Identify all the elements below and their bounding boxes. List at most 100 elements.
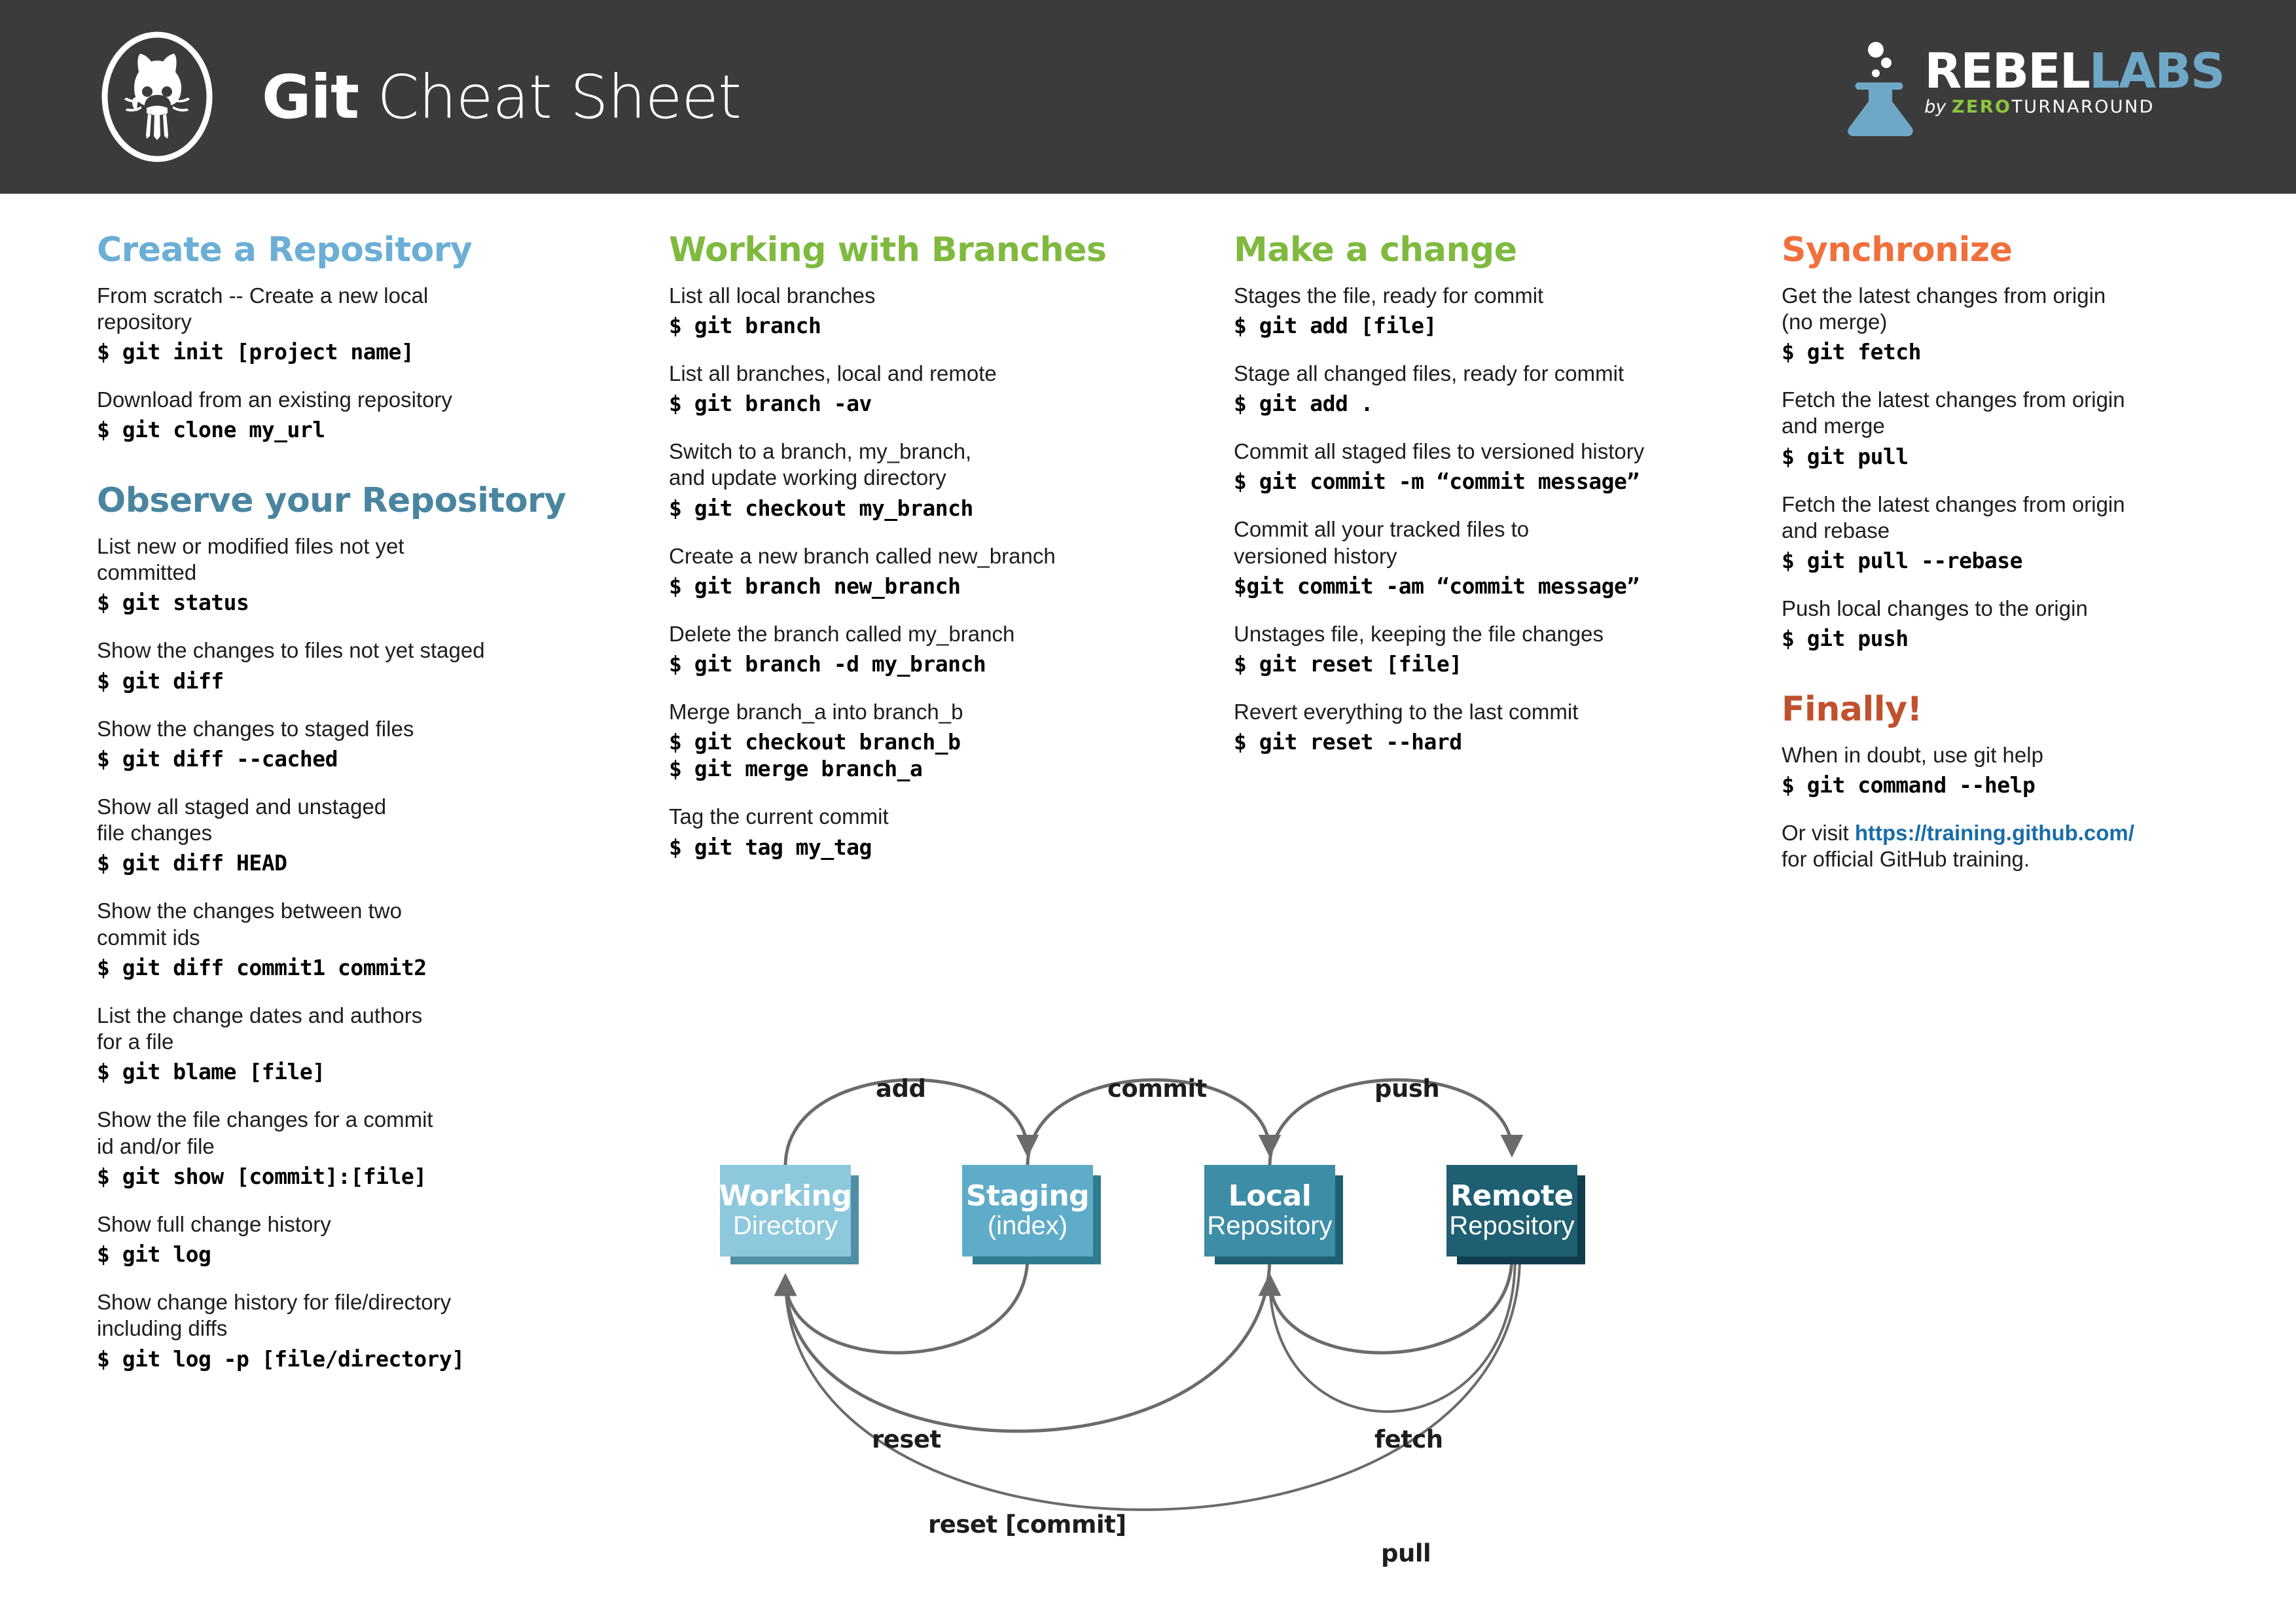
command-line[interactable]: $ git status — [97, 590, 249, 616]
edge-label-fetch: fetch — [1374, 1425, 1443, 1454]
edge-label-commit: commit — [1107, 1075, 1207, 1103]
command-line[interactable]: $ git fetch — [1782, 339, 1922, 365]
command-entry: Commit all staged files to versioned his… — [1234, 438, 1751, 494]
command-description: Fetch the latest changes from origin and… — [1782, 387, 2125, 438]
rebellabs-logo: REBELLABS by ZEROTURNAROUND — [1846, 39, 2225, 137]
command-entry: Download from an existing repository $ gi… — [97, 387, 614, 442]
command-description: When in doubt, use git help — [1782, 742, 2043, 767]
command-line[interactable]: $ git commit -m “commit message” — [1234, 469, 1640, 495]
node-subtitle: Directory — [732, 1211, 838, 1241]
command-line[interactable]: $ git diff HEAD — [97, 850, 287, 876]
command-entry: Delete the branch called my_branch $ git … — [669, 621, 1186, 677]
command-entry: List the change dates and authors for a … — [97, 1003, 614, 1085]
brand-turnaround: TURNAROUND — [2011, 97, 2155, 118]
command-description: Switch to a branch, my_branch, and updat… — [669, 439, 972, 490]
command-description: Merge branch_a into branch_b — [669, 700, 963, 724]
command-line[interactable]: $git commit -am “commit message” — [1234, 573, 1640, 599]
command-entry: Fetch the latest changes from origin and… — [1782, 387, 2240, 469]
edge-label-reset: reset — [872, 1425, 941, 1454]
command-line[interactable]: $ git branch — [669, 312, 821, 338]
outro-block: Or visit https://training.github.com/for… — [1782, 820, 2240, 873]
command-entry: Show full change history $ git log — [97, 1211, 614, 1267]
command-line[interactable]: $ git add [file] — [1234, 312, 1437, 338]
command-line[interactable]: $ git show [commit]:[file] — [97, 1163, 427, 1189]
command-entry: Get the latest changes from origin (no m… — [1782, 283, 2240, 365]
command-entry: From scratch -- Create a new local repos… — [97, 283, 614, 365]
command-description: From scratch -- Create a new local repos… — [97, 283, 429, 334]
command-entry: Unstages file, keeping the file changes $… — [1234, 621, 1751, 677]
command-entry: Merge branch_a into branch_b $ git checko… — [669, 699, 1186, 781]
node-subtitle: Repository — [1449, 1211, 1575, 1241]
node-subtitle: Repository — [1207, 1211, 1333, 1241]
command-line[interactable]: $ git pull --rebase — [1782, 548, 2023, 574]
command-line[interactable]: $ git pull — [1782, 443, 1909, 469]
command-entry: Revert everything to the last commit $ gi… — [1234, 699, 1751, 755]
section-heading: Make a change — [1234, 230, 1517, 270]
command-entry: Stage all changed files, ready for commi… — [1234, 361, 1751, 416]
command-entry: Commit all your tracked files to version… — [1234, 516, 1751, 599]
command-description: Tag the current commit — [669, 804, 889, 829]
edge-label-push: push — [1374, 1075, 1440, 1103]
command-line[interactable]: $ git diff — [97, 668, 224, 694]
command-entry: Fetch the latest changes from origin and… — [1782, 491, 2240, 574]
command-description: Show the changes to staged files — [97, 716, 414, 741]
github-training-link[interactable]: https://training.github.com/ — [1854, 821, 2134, 846]
brand-zero: ZERO — [1951, 97, 2012, 118]
command-line[interactable]: $ git reset [file] — [1234, 651, 1462, 677]
command-entry: Show change history for file/directory i… — [97, 1289, 614, 1372]
command-line[interactable]: $ git log -p [file/directory] — [97, 1346, 465, 1372]
command-description: List new or modified files not yet commi… — [97, 533, 404, 585]
command-description: Stage all changed files, ready for commi… — [1234, 361, 1624, 385]
zeroturnaround-flask-icon — [1846, 39, 1916, 137]
command-line[interactable]: $ git reset --hard — [1234, 729, 1462, 755]
command-line[interactable]: $ git branch new_branch — [669, 573, 961, 599]
command-description: Show full change history — [97, 1211, 331, 1236]
command-description: Download from an existing repository — [97, 387, 452, 412]
command-description: Fetch the latest changes from origin and… — [1782, 491, 2125, 543]
command-description: Unstages file, keeping the file changes — [1234, 621, 1604, 646]
command-line[interactable]: $ git checkout my_branch — [669, 495, 973, 521]
node-title: Local — [1228, 1179, 1312, 1213]
command-entry: List all branches, local and remote$ git… — [669, 361, 1186, 416]
edge-label-add: add — [876, 1075, 926, 1103]
diagram-arrows — [774, 1078, 1524, 1511]
command-entry: Show the changes to files not yet staged… — [97, 637, 614, 693]
command-entry: Push local changes to the origin $ git pu… — [1782, 596, 2240, 651]
command-line[interactable]: $ git blame [file] — [97, 1059, 325, 1085]
command-entry: Show the file changes for a commit id an… — [97, 1107, 614, 1189]
command-line[interactable]: $ git command --help — [1782, 772, 2036, 798]
section-heading: Create a Repository — [97, 230, 473, 270]
command-line[interactable]: $ git init [project name] — [97, 339, 414, 365]
command-line[interactable]: $ git branch -d my_branch — [669, 651, 986, 677]
command-entry: Tag the current commit $ git tag my_tag — [669, 804, 1186, 859]
command-line[interactable]: $ git tag my_tag — [669, 834, 872, 860]
command-description: Stages the file, ready for commit — [1234, 283, 1544, 308]
node-subtitle: (index) — [987, 1211, 1068, 1241]
command-line[interactable]: $ git diff --cached — [97, 745, 338, 772]
command-line[interactable]: $ git add . — [1234, 391, 1374, 417]
command-description: Create a new branch called new_branch — [669, 543, 1056, 568]
command-description: Show all staged and unstaged file change… — [97, 794, 387, 846]
command-entry: Show all staged and unstaged file change… — [97, 794, 614, 876]
command-description: Push local changes to the origin — [1782, 596, 2088, 621]
command-description: Show the file changes for a commit id an… — [97, 1107, 433, 1158]
command-line[interactable]: $ git diff commit1 commit2 — [97, 954, 427, 980]
page-title: Git Cheat Sheet — [262, 62, 742, 132]
command-line[interactable]: $ git branch -av — [669, 391, 872, 417]
command-line[interactable]: $ git clone my_url — [97, 417, 325, 443]
command-description: Show change history for file/directory i… — [97, 1290, 452, 1341]
command-description: Show the changes between two commit ids — [97, 899, 402, 950]
command-description: Revert everything to the last commit — [1234, 700, 1579, 724]
command-line[interactable]: $ git push — [1782, 626, 1909, 652]
command-line[interactable]: $ git merge branch_a — [669, 756, 923, 782]
outro-suffix: for official GitHub training. — [1782, 847, 2030, 872]
command-entry: Create a new branch called new_branch $ g… — [669, 543, 1186, 599]
brand-by: by — [1924, 97, 1952, 118]
edge-label-pull: pull — [1381, 1539, 1431, 1567]
command-description: Delete the branch called my_branch — [669, 621, 1015, 646]
command-line[interactable]: $ git log — [97, 1241, 211, 1268]
brand-rebel: REBEL — [1924, 43, 2090, 99]
command-entry: Stages the file, ready for commit $ git a… — [1234, 283, 1751, 338]
command-line[interactable]: $ git checkout branch_b — [669, 729, 961, 755]
